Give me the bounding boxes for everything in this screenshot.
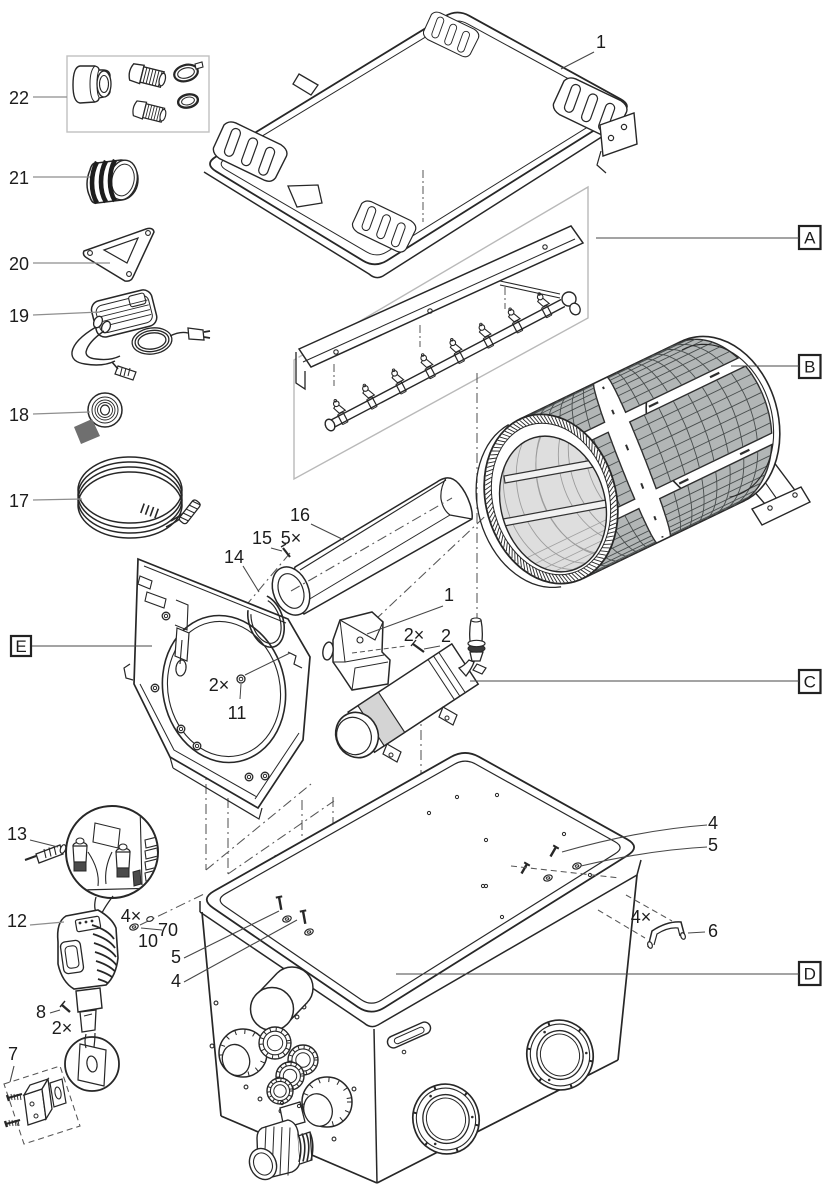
svg-text:2: 2 — [441, 626, 451, 646]
svg-text:13: 13 — [7, 824, 27, 844]
svg-text:12: 12 — [7, 911, 27, 931]
svg-text:8: 8 — [36, 1002, 46, 1022]
svg-text:19: 19 — [9, 306, 29, 326]
svg-text:4×: 4× — [631, 907, 652, 927]
svg-text:5×: 5× — [281, 528, 302, 548]
svg-text:2×: 2× — [209, 675, 230, 695]
svg-text:16: 16 — [290, 505, 310, 525]
svg-text:14: 14 — [224, 547, 244, 567]
svg-text:17: 17 — [9, 491, 29, 511]
svg-text:5: 5 — [171, 947, 181, 967]
svg-text:5: 5 — [708, 835, 718, 855]
svg-text:70: 70 — [158, 920, 178, 940]
svg-text:4: 4 — [708, 813, 718, 833]
svg-text:1: 1 — [444, 585, 454, 605]
svg-text:B: B — [804, 358, 815, 377]
svg-text:1: 1 — [596, 32, 606, 52]
svg-text:6: 6 — [708, 921, 718, 941]
svg-text:D: D — [804, 965, 816, 984]
svg-text:18: 18 — [9, 405, 29, 425]
svg-text:2×: 2× — [52, 1018, 73, 1038]
svg-text:22: 22 — [9, 88, 29, 108]
svg-text:C: C — [804, 673, 816, 692]
svg-text:20: 20 — [9, 254, 29, 274]
svg-text:4: 4 — [171, 971, 181, 991]
svg-text:2×: 2× — [404, 625, 425, 645]
svg-text:10: 10 — [138, 931, 158, 951]
svg-text:15: 15 — [252, 528, 272, 548]
svg-text:A: A — [804, 229, 816, 248]
svg-text:7: 7 — [8, 1044, 18, 1064]
svg-text:E: E — [15, 637, 26, 656]
svg-text:11: 11 — [228, 703, 247, 723]
svg-text:21: 21 — [9, 168, 29, 188]
svg-text:4×: 4× — [121, 906, 142, 926]
